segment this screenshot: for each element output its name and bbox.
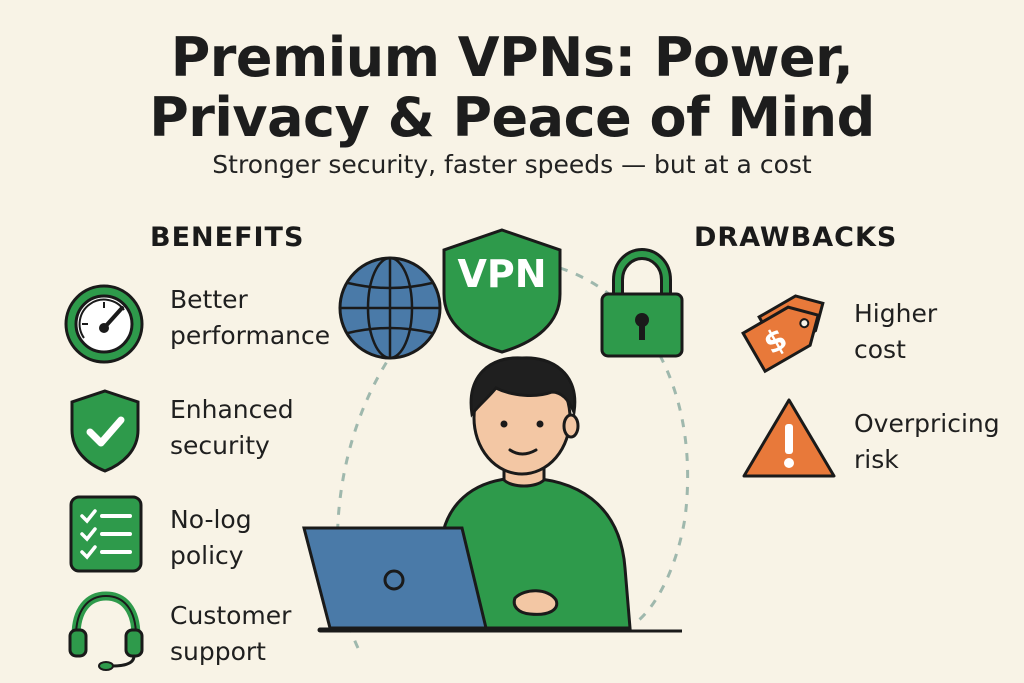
headset-icon: [66, 590, 146, 672]
drawbacks-heading: DRAWBACKS: [694, 222, 898, 253]
drawback-label-overpricing: Overpricing risk: [854, 409, 1000, 474]
benefit-label-no-log: No-log policy: [170, 505, 252, 570]
padlock-icon: [600, 247, 684, 358]
subtitle: Stronger security, faster speeds — but a…: [212, 150, 812, 179]
benefit-label-performance: Better performance: [170, 285, 331, 350]
benefit-label-support: Customer support: [170, 601, 292, 666]
vpn-shield-icon: [442, 228, 562, 354]
vpn-shield-label: VPN: [457, 252, 547, 296]
checklist-icon: [68, 494, 144, 574]
title-line-2: Privacy & Peace of Mind: [149, 86, 875, 149]
benefits-heading: BENEFITS: [150, 222, 305, 253]
shield-check-icon: [68, 388, 142, 474]
speedometer-icon: [62, 282, 146, 366]
person-illustration: [438, 356, 632, 630]
laptop-icon: [302, 526, 553, 633]
globe-icon: [338, 256, 442, 360]
price-tag-icon: $: [732, 282, 836, 374]
warning-icon: [740, 396, 838, 480]
center-illustration: [302, 228, 690, 649]
benefit-label-security: Enhanced security: [170, 395, 294, 460]
drawback-label-cost: Higher cost: [854, 299, 938, 364]
title-line-1: Premium VPNs: Power,: [170, 26, 854, 89]
